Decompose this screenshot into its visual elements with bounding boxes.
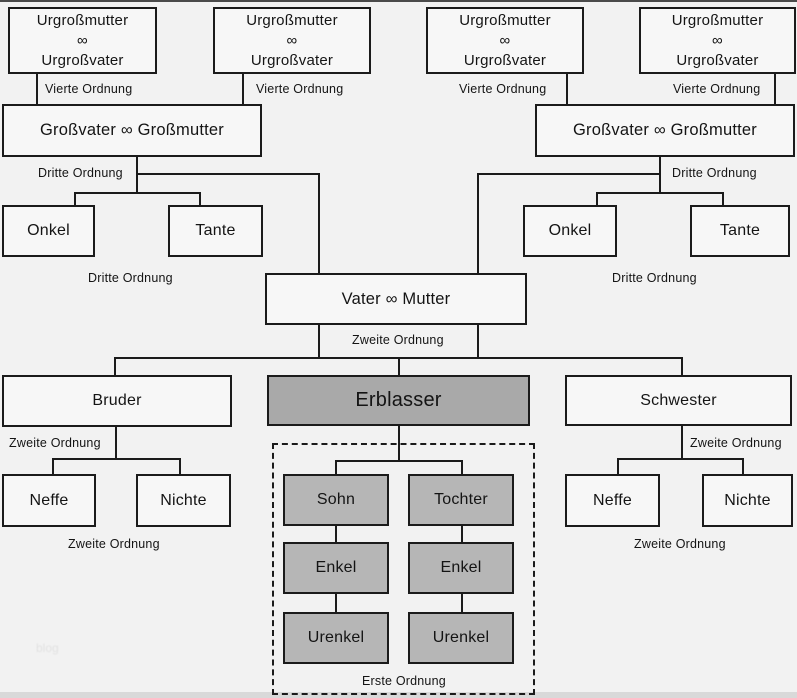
- node-onkel-right: Onkel: [523, 205, 617, 257]
- connector-line: [681, 426, 683, 459]
- node-enkel-right: Enkel: [408, 542, 514, 594]
- node-label-line: Urgroßvater: [250, 51, 334, 69]
- label-vierte-ordnung-1: Vierte Ordnung: [45, 82, 133, 96]
- connector-line: [477, 174, 479, 274]
- connector-line: [335, 526, 337, 543]
- node-label-line: Urgroßmutter: [246, 11, 338, 29]
- image-bottom-edge: [0, 692, 797, 698]
- label-zweite-ordnung-left: Zweite Ordnung: [9, 436, 101, 450]
- label-dritte-ordnung-left-top: Dritte Ordnung: [38, 166, 123, 180]
- label-dritte-ordnung-left-bottom: Dritte Ordnung: [88, 271, 173, 285]
- node-urgrossmutter-urgrossvater-1: Urgroßmutter ∞ Urgroßvater: [8, 7, 157, 74]
- node-urenkel-left: Urenkel: [283, 612, 389, 664]
- node-schwester: Schwester: [565, 375, 792, 426]
- label-zweite-ordnung-center: Zweite Ordnung: [352, 333, 444, 347]
- watermark: blog: [36, 641, 59, 655]
- connector-line: [596, 192, 598, 206]
- label-vierte-ordnung-3: Vierte Ordnung: [459, 82, 547, 96]
- label-zweite-ordnung-right-bottom: Zweite Ordnung: [634, 537, 726, 551]
- node-label-line: Urgroßmutter: [36, 11, 129, 29]
- node-erblasser: Erblasser: [267, 375, 530, 426]
- label-dritte-ordnung-right-top: Dritte Ordnung: [672, 166, 757, 180]
- node-label-line: Urgroßvater: [41, 51, 124, 69]
- erste-ordnung-group: [272, 443, 535, 695]
- connector-line: [722, 192, 724, 206]
- node-urgrossmutter-urgrossvater-3: Urgroßmutter ∞ Urgroßvater: [426, 7, 584, 74]
- connector-line: [318, 174, 320, 274]
- connector-line: [318, 325, 320, 358]
- connector-line: [617, 458, 619, 475]
- connector-line: [179, 458, 181, 475]
- node-urgrossmutter-urgrossvater-4: Urgroßmutter ∞ Urgroßvater: [639, 7, 796, 74]
- node-bruder: Bruder: [2, 375, 232, 427]
- connector-line: [398, 358, 400, 376]
- image-top-edge: [0, 0, 797, 2]
- connector-line: [477, 173, 661, 175]
- node-grossvater-grossmutter-right: Großvater ∞ Großmutter: [535, 104, 795, 157]
- node-label-line: ∞: [286, 31, 298, 49]
- node-nichte-left: Nichte: [136, 474, 231, 527]
- connector-line: [461, 526, 463, 543]
- node-vater-mutter: Vater ∞ Mutter: [265, 273, 527, 325]
- node-label-line: ∞: [499, 31, 511, 49]
- connector-line: [774, 74, 776, 105]
- connector-line: [659, 157, 661, 194]
- node-tochter: Tochter: [408, 474, 514, 526]
- node-sohn: Sohn: [283, 474, 389, 526]
- label-vierte-ordnung-4: Vierte Ordnung: [673, 82, 761, 96]
- connector-line: [52, 458, 54, 475]
- connector-line: [596, 192, 724, 194]
- connector-line: [461, 460, 463, 475]
- connector-line: [52, 458, 181, 460]
- node-tante-left: Tante: [168, 205, 263, 257]
- label-erste-ordnung: Erste Ordnung: [362, 674, 446, 688]
- connector-line: [136, 157, 138, 194]
- connector-line: [566, 74, 568, 105]
- node-neffe-left: Neffe: [2, 474, 96, 527]
- node-tante-right: Tante: [690, 205, 790, 257]
- node-enkel-left: Enkel: [283, 542, 389, 594]
- connector-line: [74, 192, 76, 206]
- connector-line: [199, 192, 201, 206]
- node-label-line: Urgroßvater: [676, 51, 759, 69]
- label-zweite-ordnung-left-bottom: Zweite Ordnung: [68, 537, 160, 551]
- connector-line: [742, 458, 744, 475]
- node-onkel-left: Onkel: [2, 205, 95, 257]
- connector-line: [617, 458, 744, 460]
- connector-line: [335, 594, 337, 613]
- connector-line: [398, 426, 400, 461]
- label-zweite-ordnung-right: Zweite Ordnung: [690, 436, 782, 450]
- node-label-line: ∞: [77, 31, 88, 49]
- connector-line: [335, 460, 337, 475]
- connector-line: [335, 460, 463, 462]
- connector-line: [242, 74, 244, 105]
- node-urenkel-right: Urenkel: [408, 612, 514, 664]
- connector-line: [36, 74, 38, 105]
- connector-line: [115, 427, 117, 459]
- node-neffe-right: Neffe: [565, 474, 660, 527]
- connector-line: [136, 173, 320, 175]
- node-label-line: Urgroßmutter: [459, 11, 551, 29]
- connector-line: [74, 192, 201, 194]
- connector-line: [114, 357, 683, 359]
- connector-line: [114, 358, 116, 376]
- node-label-line: Urgroßvater: [463, 51, 547, 69]
- connector-line: [681, 358, 683, 376]
- node-label-line: Urgroßmutter: [671, 11, 764, 29]
- label-dritte-ordnung-right-bottom: Dritte Ordnung: [612, 271, 697, 285]
- label-vierte-ordnung-2: Vierte Ordnung: [256, 82, 344, 96]
- connector-line: [461, 594, 463, 613]
- connector-line: [477, 325, 479, 358]
- node-nichte-right: Nichte: [702, 474, 793, 527]
- node-grossvater-grossmutter-left: Großvater ∞ Großmutter: [2, 104, 262, 157]
- node-label-line: ∞: [712, 31, 723, 49]
- node-urgrossmutter-urgrossvater-2: Urgroßmutter ∞ Urgroßvater: [213, 7, 371, 74]
